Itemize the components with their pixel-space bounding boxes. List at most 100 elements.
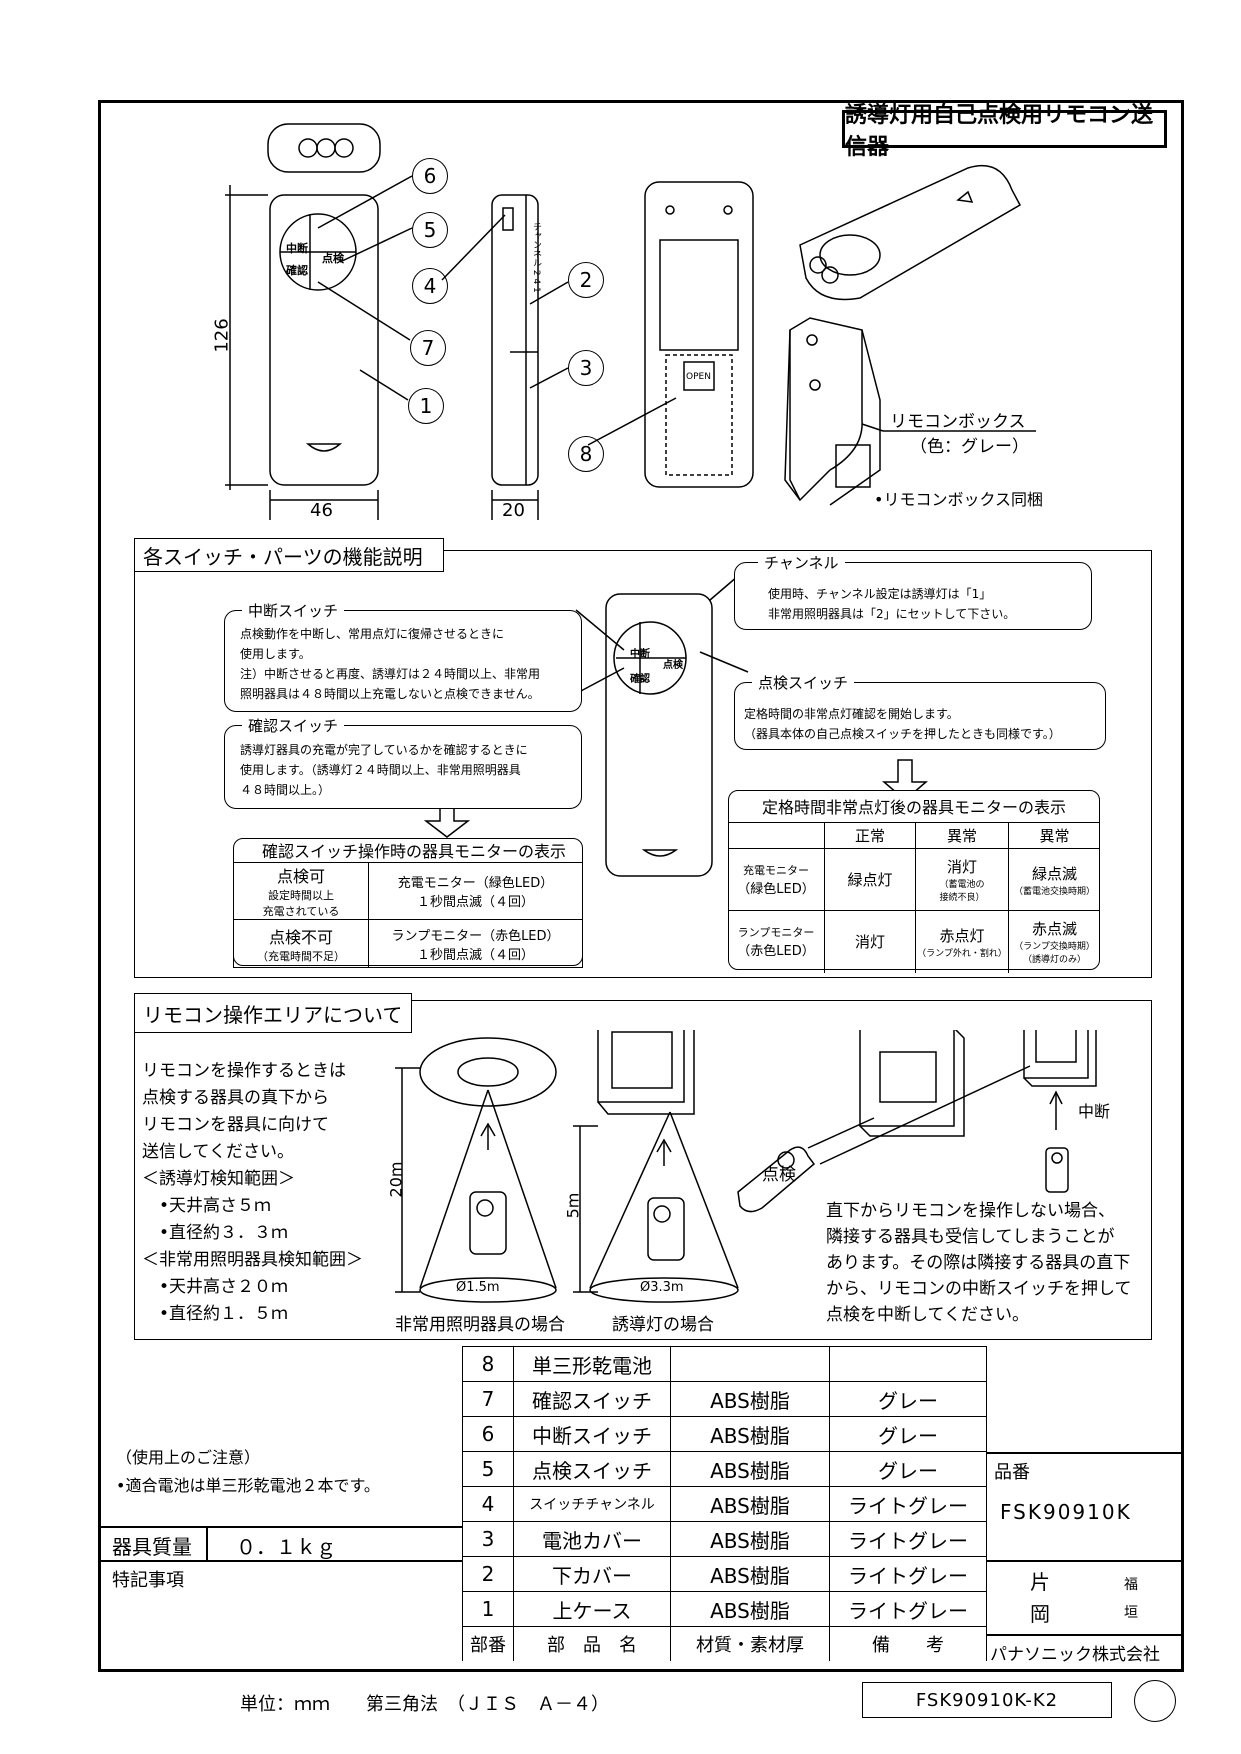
rm-r2-ab1-sub: （ランプ外れ・割れ） bbox=[917, 948, 1007, 959]
parts-name-cell: 単三形乾電池 bbox=[513, 1346, 671, 1382]
sign-1: 片 bbox=[1030, 1570, 1050, 1594]
sign-4: 垣 bbox=[1124, 1605, 1138, 1621]
rm-r1-label1: 充電モニター bbox=[743, 864, 809, 877]
confirm-bubble bbox=[224, 725, 582, 809]
operation-title: リモコン操作エリアについて bbox=[134, 993, 412, 1033]
confirm-monitor-table: 点検可 設定時間以上 充電されている 充電モニター（緑色LED） １秒間点滅（４… bbox=[233, 862, 583, 968]
rated-monitor-table: 正常 異常 異常 充電モニター （緑色LED） 緑点灯 消灯 （蓄電池の 接続不良）… bbox=[728, 822, 1100, 973]
emergency-caption: 非常用照明器具の場合 bbox=[395, 1315, 565, 1335]
rm-r2-label1: ランプモニター bbox=[737, 926, 815, 940]
check-text: 定格時間の非常点灯確認を開始します。 （器具本体の自己点検スイッチを押したときも… bbox=[744, 707, 1061, 741]
callout-3: 3 bbox=[568, 350, 604, 386]
rm-r1-ab1: 消灯 bbox=[946, 858, 977, 876]
parts-name-cell: 点検スイッチ bbox=[513, 1451, 671, 1487]
pause-bubble bbox=[224, 610, 582, 712]
footer-code: FSK90910K-K2 bbox=[862, 1682, 1112, 1718]
rm-r1-normal: 緑点灯 bbox=[824, 848, 916, 911]
functions-title: 各スイッチ・パーツの機能説明 bbox=[134, 538, 444, 572]
label-channel: チャンネル 2 4 1 bbox=[531, 222, 541, 293]
functions-remote-drawing bbox=[423, 563, 929, 877]
caution-title: （使用上のご注意） bbox=[116, 1448, 261, 1467]
callout-4: 4 bbox=[412, 268, 448, 304]
callout-5: 5 bbox=[412, 212, 448, 248]
parts-note-cell: グレー bbox=[829, 1381, 987, 1417]
operation-note: 直下からリモコンを操作しない場合、 隣接する器具も受信してしまうことが あります… bbox=[826, 1201, 1132, 1325]
product-line-top bbox=[987, 1452, 1182, 1454]
cm-row2-sub1: （充電時間不足） bbox=[257, 949, 345, 963]
check-title: 点検スイッチ bbox=[752, 672, 855, 693]
parts-note-cell: ライトグレー bbox=[829, 1521, 987, 1557]
rated-monitor-title: 定格時間非常点灯後の器具モニターの表示 bbox=[762, 798, 1067, 817]
rm-head-ab1: 異常 bbox=[915, 822, 1009, 849]
rm-r2-label2: （赤色LED） bbox=[737, 944, 815, 960]
callout-7: 7 bbox=[410, 330, 446, 366]
operation-section bbox=[134, 1000, 1152, 1340]
parts-material-cell: ABS樹脂 bbox=[670, 1591, 830, 1627]
rm-r1-label2: （緑色LED） bbox=[737, 882, 815, 897]
rm-r1-ab1-sub: （蓄電池の 接続不良） bbox=[939, 880, 985, 903]
cm-row2-desc2: １秒間点滅（４回） bbox=[416, 947, 534, 963]
dim-depth: 20 bbox=[502, 500, 525, 521]
parts-name-cell: 中断スイッチ bbox=[513, 1416, 671, 1452]
channel-title: チャンネル bbox=[758, 552, 845, 573]
parts-no-cell: 7 bbox=[462, 1381, 514, 1417]
parts-material-cell: ABS樹脂 bbox=[670, 1521, 830, 1557]
label-open: OPEN bbox=[686, 372, 711, 382]
parts-material-cell: ABS樹脂 bbox=[670, 1416, 830, 1452]
guide-caption: 誘導灯の場合 bbox=[612, 1315, 714, 1335]
parts-no-cell: 3 bbox=[462, 1521, 514, 1557]
cm-row1-sub2: 充電されている bbox=[262, 905, 340, 918]
parts-note-cell: ライトグレー bbox=[829, 1591, 987, 1627]
drawing-frame bbox=[98, 100, 1184, 1672]
remote-box-bundled: •リモコンボックス同梱 bbox=[874, 490, 1043, 509]
rm-r2-ab2: 赤点滅 bbox=[1031, 920, 1077, 939]
rm-r2-ab2-sub: （ランプ交換時期） （誘導灯のみ） bbox=[1014, 942, 1095, 966]
parts-no-cell: 6 bbox=[462, 1416, 514, 1452]
parts-no-cell: 2 bbox=[462, 1556, 514, 1592]
parts-note-cell: グレー bbox=[829, 1416, 987, 1452]
guide-diameter: Ø3.3m bbox=[640, 1280, 684, 1295]
pause-title: 中断スイッチ bbox=[242, 600, 345, 621]
product-label: 品番 bbox=[994, 1462, 1030, 1483]
label-pause: 中断 bbox=[286, 242, 308, 255]
cm-row1-desc2: １秒間点滅（４回） bbox=[416, 895, 534, 910]
rm-r1-ab2-sub: （蓄電池交換時期） bbox=[1013, 886, 1095, 897]
operation-text: リモコンを操作するときは 点検する器具の真下から リモコンを器具に向けて 送信し… bbox=[142, 1061, 363, 1324]
parts-material-cell: ABS樹脂 bbox=[670, 1381, 830, 1417]
parts-header-note: 備 考 bbox=[829, 1626, 987, 1661]
confirm-title: 確認スイッチ bbox=[242, 715, 345, 736]
pause-text: 点検動作を中断し、常用点灯に復帰させるときに 使用します。 注）中断させると再度… bbox=[240, 627, 541, 701]
weight-line-top bbox=[98, 1526, 462, 1528]
weight-line-bottom bbox=[98, 1560, 462, 1562]
callout-2: 2 bbox=[568, 262, 604, 298]
label-confirm: 確認 bbox=[286, 264, 308, 277]
footer-unit: 単位：ｍｍ 第三角法 （ＪＩＳ Ａ－４） bbox=[240, 1694, 609, 1715]
emergency-diameter: Ø1.5m bbox=[456, 1280, 500, 1295]
parts-material-cell bbox=[670, 1346, 830, 1382]
cm-row2-state: 点検不可 bbox=[268, 927, 333, 947]
weight-value: ０．１ｋｇ bbox=[236, 1535, 336, 1559]
pause-label: 中断 bbox=[1078, 1102, 1111, 1121]
guide-height: 5m bbox=[563, 1192, 583, 1219]
parts-material-cell: ABS樹脂 bbox=[670, 1556, 830, 1592]
confirm-monitor-title: 確認スイッチ操作時の器具モニターの表示 bbox=[262, 842, 567, 861]
parts-name-cell: 下カバー bbox=[513, 1556, 671, 1592]
rm-head-ab2: 異常 bbox=[1008, 822, 1100, 849]
label-check: 点検 bbox=[322, 252, 344, 265]
remote-box-color: （色：グレー） bbox=[910, 437, 1029, 457]
rm-r2-ab1: 赤点灯 bbox=[939, 926, 985, 945]
fn-label-check: 点検 bbox=[663, 660, 683, 671]
caution-text: •適合電池は単三形乾電池２本です。 bbox=[116, 1476, 380, 1495]
rm-r1-ab2: 緑点滅 bbox=[1031, 864, 1077, 883]
rm-head-normal: 正常 bbox=[824, 822, 916, 849]
parts-name-cell: 電池カバー bbox=[513, 1521, 671, 1557]
callout-8: 8 bbox=[568, 436, 604, 472]
parts-name-cell: 確認スイッチ bbox=[513, 1381, 671, 1417]
parts-note-cell: ライトグレー bbox=[829, 1556, 987, 1592]
channel-bubble bbox=[734, 562, 1092, 630]
parts-note-cell: グレー bbox=[829, 1451, 987, 1487]
weight-label: 器具質量 bbox=[112, 1535, 192, 1559]
product-number: FSK90910K bbox=[1000, 1500, 1132, 1524]
